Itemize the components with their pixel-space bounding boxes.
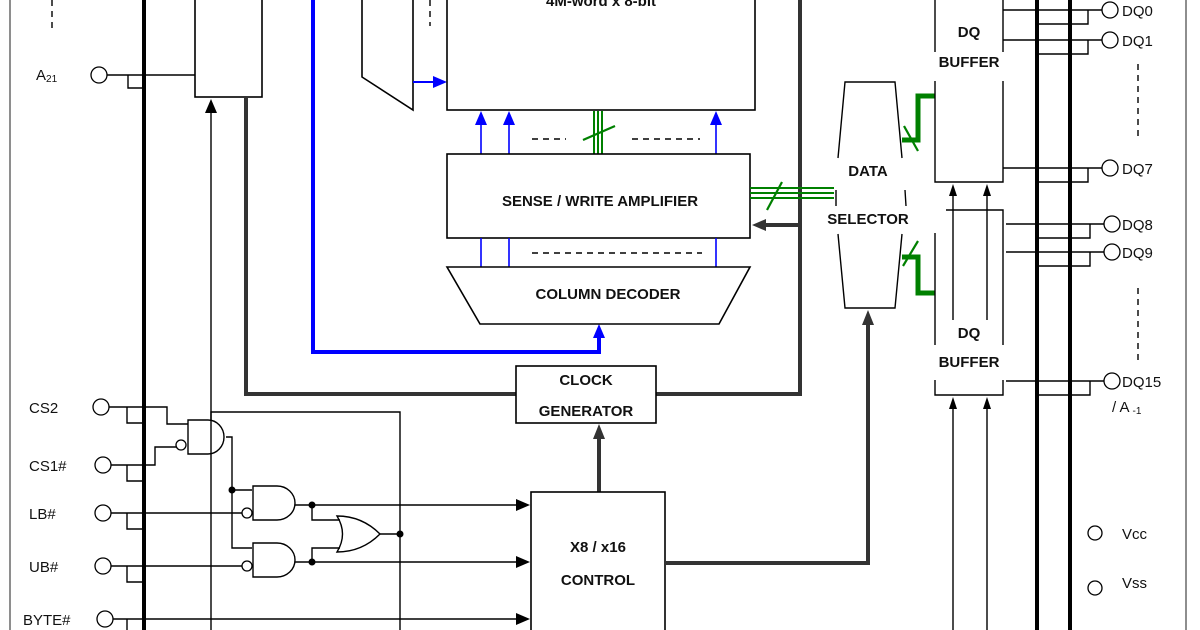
control-label-2: CONTROL [561,572,635,589]
row-decoder [361,0,414,112]
cs-and-gate [187,419,225,455]
sense-write-amp-label: SENSE / WRITE AMPLIFIER [502,193,698,210]
pin-dq15[interactable] [1103,372,1121,390]
clock-generator-label-1: CLOCK [559,372,612,389]
cs1-inverter-bubble [175,439,187,451]
data-selector-label-1: DATA [848,163,888,180]
ub-output-arrow [516,556,530,568]
ub-and-gate [252,542,296,578]
pin-vss[interactable] [1087,580,1103,596]
sense-amp-ctrl-arrow [752,219,766,231]
buffer-control-lines [949,184,991,630]
dq-buffer-upper-block [934,0,1004,183]
data-selector-block [835,81,907,309]
dq-buffer-upper-label-1: DQ [958,24,981,41]
pin-cs1[interactable] [94,456,112,474]
ub-inverter-bubble [241,560,253,572]
pin-cs1-label: CS1# [29,458,67,475]
x8-x16-control-block [530,491,666,630]
pin-dq8-label: DQ8 [1122,217,1153,234]
control-to-selector-line [665,324,870,565]
pin-ub[interactable] [94,557,112,575]
ub-esd-stub [126,566,144,583]
address-buffer-block [194,0,263,98]
pin-byte[interactable] [96,610,114,628]
sense-to-selector-bus [750,181,834,211]
or-output-to-address-buffer [210,411,401,630]
control-to-clock-arrow [593,424,605,439]
ub-to-or [311,547,340,562]
clock-generator-label-2: GENERATOR [539,403,634,420]
pin-dq9-label: DQ9 [1122,245,1153,262]
cs1-esd-stub [126,465,144,482]
lb-esd-stub [126,513,144,530]
clock-generator-block [515,365,657,424]
dq-buffer-lower-label-1: DQ [958,325,981,342]
cs1-wire [111,446,177,466]
address-buffer-arrow [205,99,217,113]
memory-array-block [446,0,756,111]
pin-dq15-label: DQ15 [1122,374,1161,391]
pin-vcc[interactable] [1087,525,1103,541]
pin-dq1-label: DQ1 [1122,33,1153,50]
byte-or-gate [335,515,381,553]
pin-ub-label: UB# [29,559,59,576]
pin-cs2[interactable] [92,398,110,416]
row-decoder-arrow [433,76,447,88]
pin-lb[interactable] [94,504,112,522]
internal-data-bus [582,111,616,154]
pin-vcc-label: Vcc [1122,526,1148,543]
junction-dot-cs [228,486,236,494]
column-address-arrow [593,324,605,338]
pin-byte-label: BYTE# [23,612,71,629]
column-address-line [311,0,601,354]
pin-dq9[interactable] [1103,243,1121,261]
lb-output-arrow [516,499,530,511]
dq-buffer-upper-label-2: BUFFER [939,54,1000,71]
lb-inverter-bubble [241,507,253,519]
pin-dq7[interactable] [1101,159,1119,177]
pin-dq0[interactable] [1101,1,1119,19]
lb-and-gate [252,485,296,521]
control-to-selector-arrow [862,310,874,325]
pin-dq7-label: DQ7 [1122,161,1153,178]
selector-to-lower-buffer-bus [902,240,935,296]
pin-a21[interactable] [90,66,108,84]
column-decoder-block [445,266,752,325]
dq-buffer-lower-block [934,209,1004,396]
byte-arrow [516,613,530,625]
selector-to-upper-buffer-bus [902,93,935,152]
cs2-wire [109,406,188,425]
cs2-esd-stub [126,407,144,424]
dq-buffer-lower-label-2: BUFFER [939,354,1000,371]
pin-cs2-label: CS2 [29,400,58,417]
pin-a21-label: A21 [36,67,58,85]
pin-dq0-label: DQ0 [1122,3,1153,20]
bit-lines [475,111,722,154]
data-selector-label-2: SELECTOR [827,211,909,228]
column-lines [480,238,717,267]
lb-to-or [311,505,340,521]
dq-pin-wires [1003,9,1104,396]
clock-line-left [244,97,516,396]
control-label-1: X8 / x16 [570,539,626,556]
sense-write-amp-block [446,153,751,239]
column-decoder-label: COLUMN DECODER [536,286,681,303]
memory-array-label: 4M-word x 8-bit [546,0,656,10]
pin-vss-label: Vss [1122,575,1147,592]
pin-dq8[interactable] [1103,215,1121,233]
pin-lb-label: LB# [29,506,56,523]
pin-dq1[interactable] [1101,31,1119,49]
pin-a-1-label: / A-1 [1112,399,1142,417]
a21-esd-stub [127,75,144,89]
